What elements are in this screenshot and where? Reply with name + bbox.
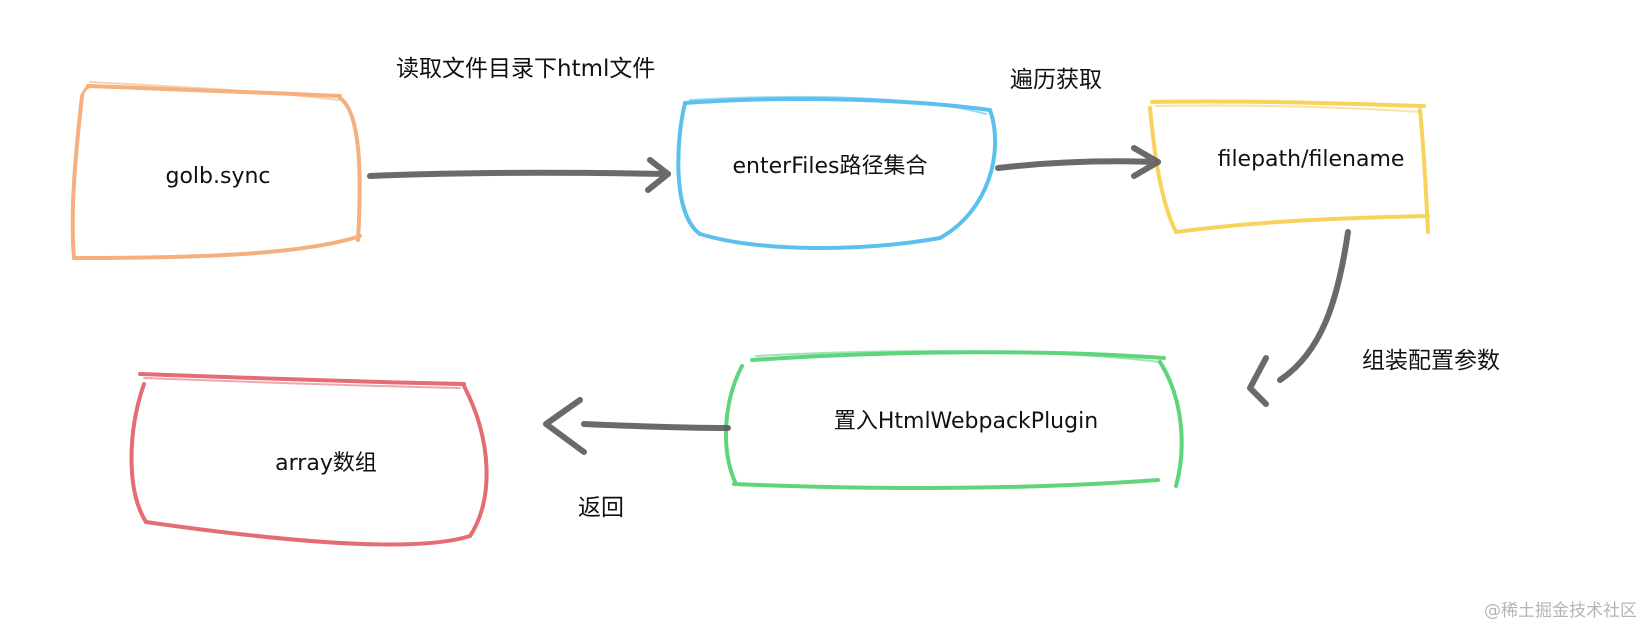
- node-filepath-label: filepath/filename: [1217, 147, 1405, 172]
- node-array-label: array数组: [275, 451, 377, 476]
- watermark-text: @稀土掘金技术社区: [1484, 601, 1637, 621]
- node-filepath-shape: [1148, 99, 1430, 234]
- arrow-plugin-to-array: [543, 397, 731, 455]
- edge-label-read-html: 读取文件目录下html文件: [396, 56, 656, 82]
- node-plugin-label: 置入HtmlWebpackPlugin: [833, 409, 1099, 434]
- node-glob-shape: [70, 81, 362, 260]
- edge-label-traverse: 遍历获取: [1010, 67, 1102, 93]
- arrow-enter-to-filepath: [995, 145, 1161, 179]
- node-enter-shape: [676, 95, 998, 251]
- node-enter-label: enterFiles路径集合: [732, 154, 928, 179]
- node-glob-label: golb.sync: [165, 164, 271, 189]
- edge-label-assemble: 组装配置参数: [1362, 348, 1500, 374]
- edge-label-return: 返回: [578, 495, 624, 521]
- arrow-filepath-to-plugin: [1247, 229, 1351, 407]
- arrow-glob-to-enter: [367, 157, 671, 193]
- node-array-shape: [129, 372, 489, 547]
